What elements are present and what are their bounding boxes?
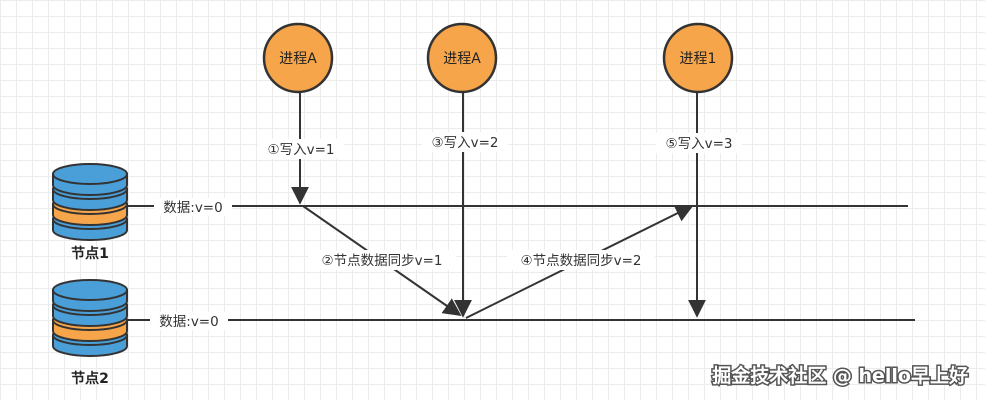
process-1: 进程1: [662, 22, 734, 94]
process-label: 进程A: [443, 51, 481, 67]
process-a-2: 进程A: [426, 22, 498, 94]
svg-text:③写入v=2: ③写入v=2: [432, 135, 499, 151]
svg-text:数据:v=0: 数据:v=0: [159, 314, 218, 330]
step-label-5: ⑤写入v=3: [656, 133, 742, 153]
node1-data-label: 数据:v=0: [154, 198, 232, 216]
node2-data-label: 数据:v=0: [150, 312, 228, 330]
svg-text:数据:v=0: 数据:v=0: [163, 200, 222, 216]
step-label-4: ④节点数据同步v=2: [507, 250, 655, 270]
step-label-1: ①写入v=1: [258, 139, 344, 159]
svg-text:①写入v=1: ①写入v=1: [268, 142, 335, 158]
database-icon: [52, 279, 128, 357]
node2-label: 节点2: [71, 370, 109, 387]
node1-label: 节点1: [71, 245, 109, 262]
process-label: 进程1: [680, 51, 717, 67]
process-a-1: 进程A: [262, 22, 334, 94]
svg-text:②节点数据同步v=1: ②节点数据同步v=1: [322, 253, 443, 269]
database-icon: [52, 163, 128, 241]
svg-text:④节点数据同步v=2: ④节点数据同步v=2: [521, 253, 642, 269]
process-label: 进程A: [279, 51, 317, 67]
step-label-2: ②节点数据同步v=1: [308, 250, 456, 270]
svg-text:⑤写入v=3: ⑤写入v=3: [666, 136, 733, 152]
watermark-text: 掘金技术社区 @ hello早上好: [712, 364, 968, 387]
step-label-3: ③写入v=2: [422, 132, 508, 152]
